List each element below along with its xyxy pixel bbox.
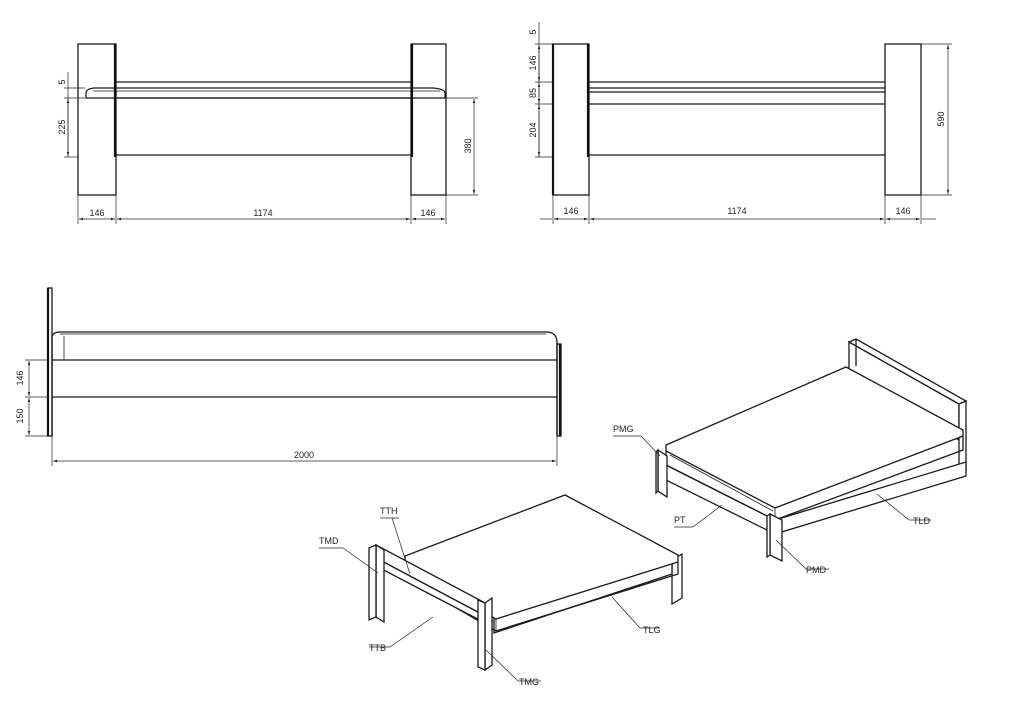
- side-view-body: [46, 287, 562, 437]
- footboard-post-left: [657, 448, 668, 499]
- isometric-bed-b: TTH TMD TTB TLG TMG: [319, 494, 683, 687]
- side-dim-upper: 146: [15, 370, 25, 385]
- back-view-dimensions: 5 146 85 204 590 146 1174 146: [528, 22, 952, 224]
- back-dim-total-height: 590: [936, 111, 946, 126]
- side-dim-lower: 150: [15, 408, 25, 423]
- back-dim-middle: 85: [528, 88, 538, 98]
- label-tmd: TMD: [319, 536, 339, 546]
- label-tlg: TLG: [643, 625, 661, 635]
- front-dim-leg-left: 146: [89, 208, 104, 218]
- side-view: 146 150 2000: [15, 287, 562, 466]
- back-dim-upper: 146: [528, 55, 538, 70]
- label-pmg: PMG: [613, 424, 634, 434]
- front-dim-top-offset: 5: [57, 79, 67, 84]
- label-tmg: TMG: [519, 677, 539, 687]
- headboard-post-left: [375, 543, 385, 624]
- back-dim-leg-right: 146: [895, 206, 910, 216]
- back-view: 5 146 85 204 590 146 1174 146: [528, 22, 952, 224]
- label-ttb: TTB: [369, 643, 386, 653]
- footboard-post-right: [769, 512, 783, 563]
- front-view-body: [77, 43, 447, 196]
- label-tth: TTH: [380, 506, 398, 516]
- front-dim-inner-width: 1174: [253, 208, 272, 218]
- front-view: 5 225 380 146 1174 146: [57, 43, 478, 224]
- back-dim-lower: 204: [528, 122, 538, 137]
- front-dim-leg-right: 146: [420, 208, 435, 218]
- label-pt: PT: [674, 515, 686, 525]
- side-dim-length: 2000: [294, 450, 314, 460]
- front-dim-leg-total: 380: [463, 138, 473, 153]
- front-view-dimensions: 5 225 380 146 1174 146: [57, 72, 478, 224]
- back-dim-top-offset: 5: [528, 29, 538, 34]
- back-dim-leg-left: 146: [563, 206, 578, 216]
- side-view-dimensions: 146 150 2000: [15, 359, 558, 466]
- label-pmd: PMD: [806, 565, 827, 575]
- isometric-bed-a: PMG PT PMD TLD: [613, 338, 968, 575]
- front-dim-rail-height: 225: [57, 119, 67, 134]
- back-dim-inner-width: 1174: [727, 206, 746, 216]
- back-view-body: [551, 43, 922, 196]
- label-tld: TLD: [913, 516, 931, 526]
- headboard-post-right: [484, 596, 493, 672]
